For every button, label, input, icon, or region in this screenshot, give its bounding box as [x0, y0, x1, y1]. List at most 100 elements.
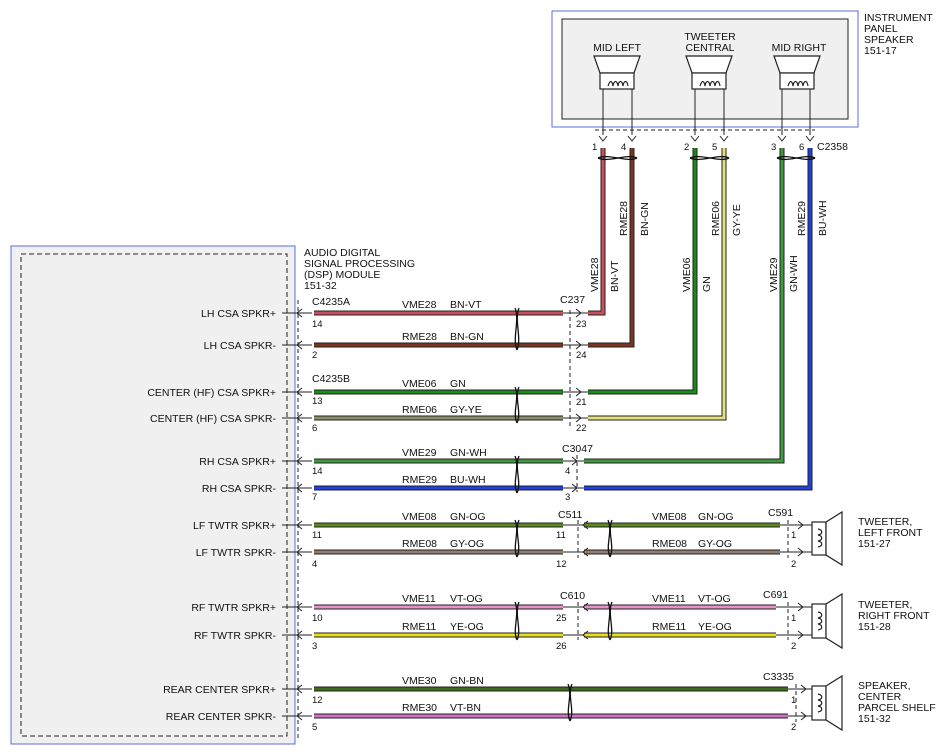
pin-number: 5 — [312, 722, 317, 733]
wire-labels: VME28 BN-VT RME28 BN-GN VME06 GN RME06 G… — [402, 299, 734, 714]
pin-number: 6 — [799, 142, 804, 153]
pin-number: 22 — [576, 423, 587, 434]
pin-label-center-csa-neg: CENTER (HF) CSA SPKR- — [150, 413, 277, 425]
pin-number: 12 — [312, 695, 323, 706]
wire-color-label: GY-OG — [698, 538, 732, 550]
pin-number: 23 — [576, 319, 587, 330]
wire-color-label: GN-OG — [450, 511, 486, 523]
connector-c511-label: C511 — [558, 509, 582, 521]
pin-number: 7 — [312, 492, 317, 503]
ip-title-2: PANEL — [864, 23, 898, 35]
wire-color-label: GY-YE — [450, 404, 482, 416]
pin-number: 4 — [621, 142, 626, 153]
wire-circuit-label: VME28 — [402, 299, 437, 311]
speaker-center-parcel-shelf: C3335 1 2 SPEAKER, CENTER PARCEL SHELF 1… — [763, 671, 936, 733]
pin-number: 1 — [592, 142, 597, 153]
connector-c237: C237 23 24 21 22 — [560, 294, 588, 434]
pin-number: 11 — [556, 530, 566, 541]
wire-rme29 — [314, 148, 813, 491]
wire-rme28 — [314, 148, 635, 348]
tweeter-speaker-icon — [811, 592, 843, 650]
ip-title-4: 151-17 — [864, 45, 897, 57]
connector-c610: C610 25 26 — [556, 590, 589, 652]
vertical-wire-labels: VME28 BN-VT RME28 BN-GN VME06 GN RME06 G… — [589, 200, 829, 292]
pin-number: 21 — [576, 397, 587, 408]
dsp-module-outline — [10, 245, 296, 745]
parcel-title-4: 151-32 — [858, 713, 891, 725]
wire-circuit-label: RME06 — [402, 404, 437, 416]
pin-number: 14 — [312, 319, 323, 330]
dsp-title-3: (DSP) MODULE — [304, 269, 380, 281]
connector-c511: C511 11 12 — [556, 509, 589, 570]
wire-vme28 — [314, 148, 606, 316]
tweeter-speaker-icon — [811, 510, 843, 567]
instrument-panel-speaker: INSTRUMENT PANEL SPEAKER 151-17 C2358 MI… — [551, 10, 933, 153]
tweeter-rf-title-3: 151-28 — [858, 621, 891, 633]
wire-vme29 — [314, 148, 785, 464]
wire-circuit-label: RME29 — [402, 474, 437, 486]
wire-color-label: GY-YE — [731, 204, 743, 236]
parcel-speaker-icon — [811, 674, 843, 732]
speaker-icon — [593, 55, 641, 90]
wire-color-label: GN-OG — [698, 511, 734, 523]
wire-color-label: VT-OG — [698, 593, 731, 605]
tweeter-rf-title-1: TWEETER, — [858, 599, 912, 611]
connector-c237-label: C237 — [560, 294, 585, 306]
pin-number: 2 — [791, 722, 796, 733]
tweeter-rf-title-2: RIGHT FRONT — [858, 610, 930, 622]
wire-color-label: BN-GN — [450, 331, 484, 343]
tweeter-left-front: C591 1 2 TWEETER, LEFT FRONT 151-27 — [768, 507, 923, 570]
wire-circuit-label: VME11 — [402, 593, 436, 605]
wire-color-label: YE-OG — [450, 621, 484, 633]
dsp-title-4: 151-32 — [304, 280, 337, 292]
connector-c4235a-label: C4235A — [312, 296, 350, 308]
wire-circuit-label: VME28 — [589, 257, 601, 292]
wire-color-label: GY-OG — [450, 538, 484, 550]
twisted-pair-markers — [514, 155, 816, 722]
tweeter-lf-title-1: TWEETER, — [858, 516, 912, 528]
wire-circuit-label: VME29 — [402, 447, 437, 459]
connector-c3047: C3047 4 3 — [562, 443, 593, 503]
pin-label-rf-twtr-pos: RF TWTR SPKR+ — [191, 602, 276, 614]
wire-circuit-label: VME29 — [768, 257, 780, 292]
connector-c691-label: C691 — [763, 589, 788, 601]
dsp-pin-numbers: 14 2 13 6 14 7 11 4 10 3 12 5 — [312, 319, 323, 733]
connector-c4235b-label: C4235B — [312, 373, 350, 385]
wire-color-label: GN-WH — [450, 447, 487, 459]
wire-color-label: GN — [450, 378, 466, 390]
pin-label-rear-center-neg: REAR CENTER SPKR- — [166, 711, 277, 723]
wire-color-label: BN-VT — [450, 299, 482, 311]
pin-label-rh-csa-neg: RH CSA SPKR- — [202, 483, 277, 495]
connector-c3047-label: C3047 — [562, 443, 593, 455]
wire-color-label: VT-BN — [450, 702, 481, 714]
tweeter-lf-title-3: 151-27 — [858, 538, 891, 550]
wire-color-label: BU-WH — [450, 474, 486, 486]
wire-circuit-label: VME06 — [681, 257, 693, 292]
wire-color-label: YE-OG — [698, 621, 732, 633]
pin-number: 2 — [791, 641, 796, 652]
ip-title-1: INSTRUMENT — [864, 12, 933, 24]
wire-vme06 — [314, 148, 698, 395]
speaker-label-tweeter-central-2: CENTRAL — [685, 42, 734, 54]
wire-circuit-label: VME30 — [402, 675, 437, 687]
pin-number: 3 — [312, 641, 317, 652]
wire-circuit-label: RME08 — [652, 538, 687, 550]
dsp-module-inner-dashed — [20, 253, 288, 737]
wire-circuit-label: RME06 — [710, 201, 722, 236]
pin-label-lh-csa-neg: LH CSA SPKR- — [204, 340, 277, 352]
ip-title-3: SPEAKER — [864, 34, 914, 46]
wire-circuit-label: VME08 — [402, 511, 437, 523]
connector-c591-label: C591 — [768, 507, 793, 519]
pin-label-lh-csa-pos: LH CSA SPKR+ — [201, 308, 276, 320]
wire-circuit-label: RME28 — [402, 331, 437, 343]
speaker-label-mid-right: MID RIGHT — [772, 42, 827, 54]
pin-number: 6 — [312, 423, 317, 434]
dsp-title-2: SIGNAL PROCESSING — [304, 258, 415, 270]
dsp-pin-labels: LH CSA SPKR+ LH CSA SPKR- CENTER (HF) CS… — [147, 308, 276, 723]
pin-number: 13 — [312, 396, 323, 407]
wire-circuit-label: RME30 — [402, 702, 437, 714]
tweeter-lf-title-2: LEFT FRONT — [858, 527, 923, 539]
pin-label-lf-twtr-pos: LF TWTR SPKR+ — [193, 520, 276, 532]
pin-number: 4 — [312, 559, 317, 570]
speaker-icon — [685, 55, 733, 90]
